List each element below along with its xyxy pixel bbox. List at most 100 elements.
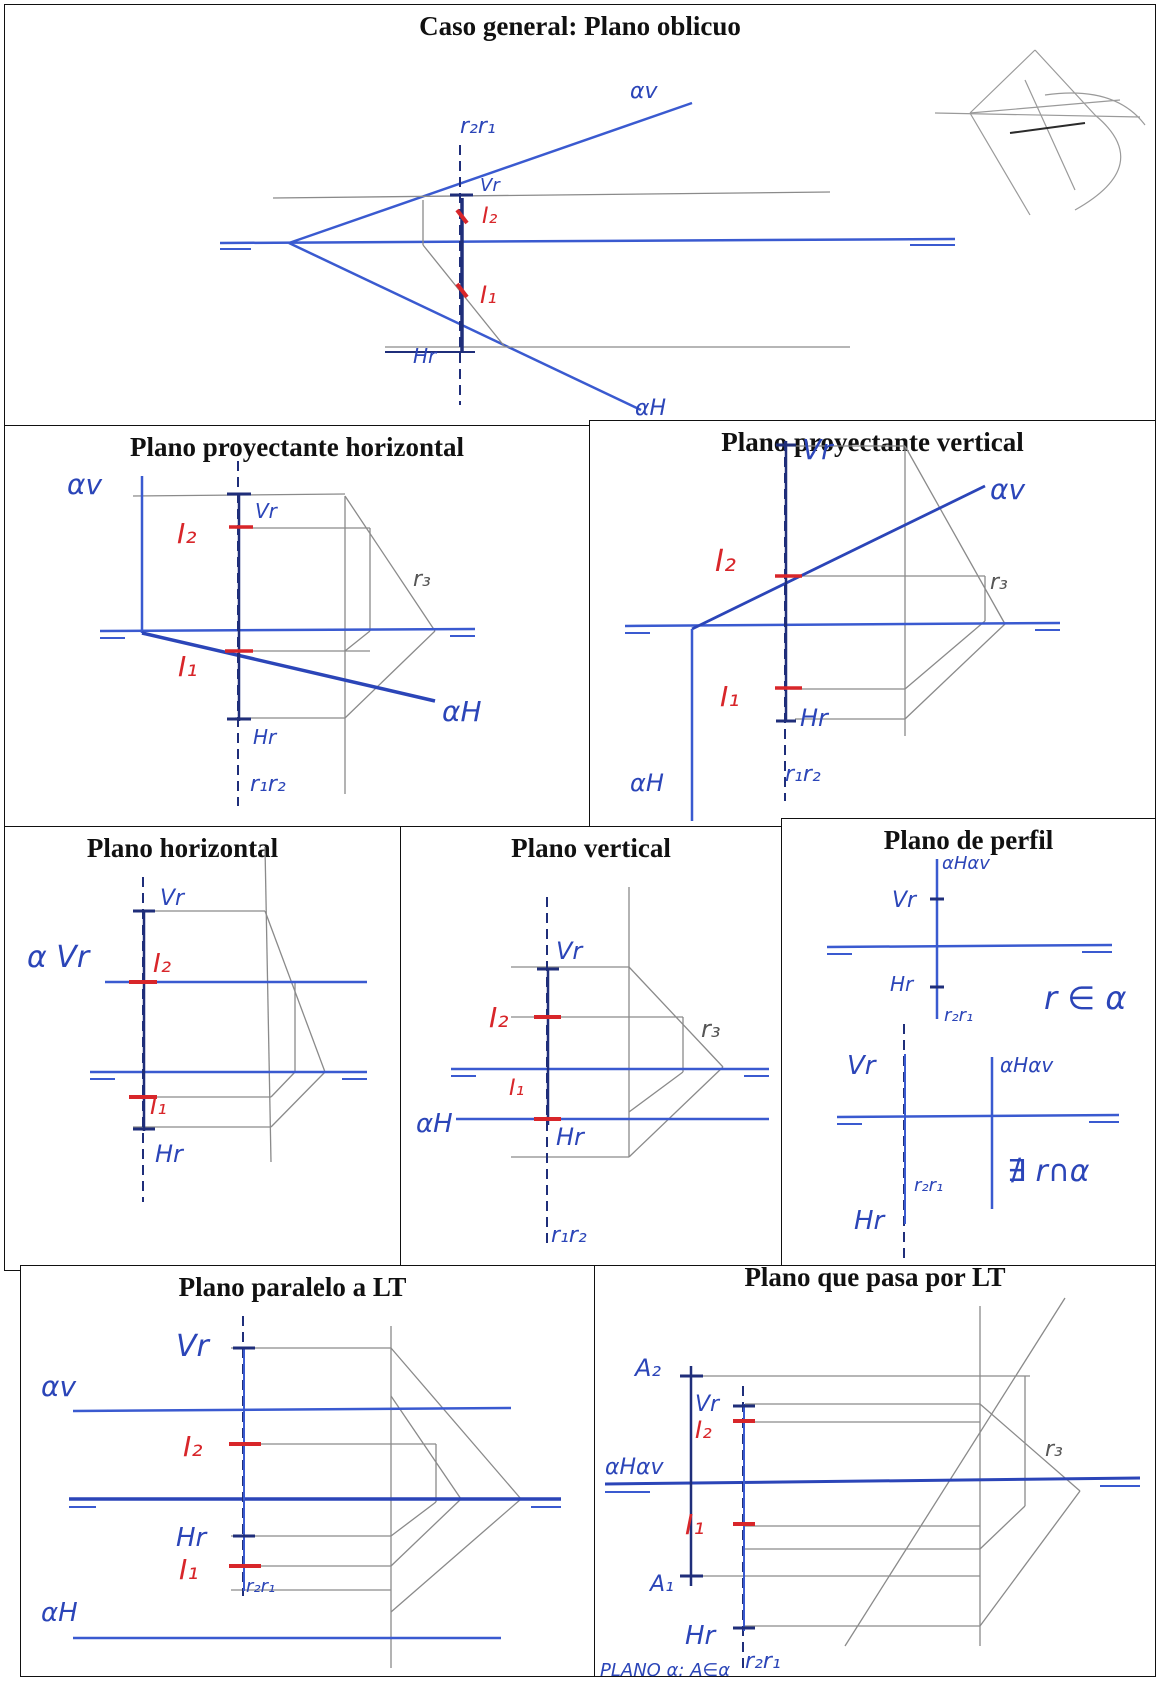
label-r1r2: r₁r₂ bbox=[551, 1223, 587, 1248]
proyectante-vertical-diagram: αv αH Vr Hr I₂ I₁ r₃ r₁r₂ bbox=[624, 433, 1061, 821]
panel-title: Plano de perfil bbox=[883, 825, 1054, 855]
label-ahav-lower: αHαv bbox=[1000, 1053, 1054, 1077]
ground-line bbox=[219, 237, 956, 245]
panel-title: Plano proyectante horizontal bbox=[130, 432, 464, 462]
label-av: αv bbox=[630, 79, 659, 104]
label-i1: I₁ bbox=[509, 1076, 524, 1101]
label-hr: Hr bbox=[176, 1523, 209, 1553]
ref-line bbox=[390, 1395, 462, 1500]
ref-line bbox=[904, 445, 1006, 625]
label-r2r1: r₂r₁ bbox=[460, 114, 496, 139]
ground-line bbox=[624, 621, 1061, 628]
label-vr: Vr bbox=[802, 433, 834, 466]
ref-line bbox=[344, 630, 436, 719]
label-r3: r₃ bbox=[990, 570, 1008, 595]
panel-proyectante-vertical: Plano proyectante vertical αv αH Vr Hr I… bbox=[589, 420, 1156, 827]
label-hr: Hr bbox=[253, 725, 278, 749]
label-i2: I₂ bbox=[715, 544, 736, 579]
label-r3: r₃ bbox=[413, 567, 431, 592]
label-i1: I₁ bbox=[685, 1508, 704, 1541]
label-i2: I₂ bbox=[482, 204, 497, 229]
label-r2r1: r₂r₁ bbox=[745, 1649, 781, 1674]
ref-line bbox=[979, 1505, 1026, 1550]
ref-line bbox=[344, 495, 436, 632]
ref-line bbox=[264, 846, 272, 1163]
label-i1: I₁ bbox=[480, 281, 497, 309]
label-r3: r₃ bbox=[1045, 1437, 1063, 1462]
ref-line bbox=[904, 620, 986, 690]
panel-plano-de-perfil: Plano de perfil αHαv Vr Hr r₂r₁ r ∈ α Vr… bbox=[781, 818, 1156, 1266]
label-vr-upper: Vr bbox=[892, 888, 918, 913]
ref-line bbox=[904, 623, 1006, 720]
label-ah-av: αHαv bbox=[605, 1455, 665, 1480]
label-vr: Vr bbox=[480, 175, 501, 196]
label-av: αv bbox=[990, 473, 1025, 506]
perspective-sketch bbox=[934, 49, 1146, 216]
label-i1: I₁ bbox=[720, 680, 739, 713]
ground-line bbox=[604, 1476, 1141, 1486]
panel-plano-por-lt: Plano que pasa por LT A₂ A₁ bbox=[594, 1262, 1156, 1681]
plano-de-perfil-diagram: αHαv Vr Hr r₂r₁ r ∈ α Vr αHαv r₂r₁ Hr ∄ … bbox=[826, 853, 1126, 1259]
ground-line bbox=[826, 943, 1113, 949]
label-ahav-upper: αHαv bbox=[942, 853, 990, 874]
ref-line bbox=[979, 1490, 1081, 1627]
label-i1: I₁ bbox=[150, 1092, 167, 1120]
label-ah: αH bbox=[416, 1109, 453, 1139]
panel-plano-oblicuo: Caso general: Plano oblicuo αv αH r₂r₁ V… bbox=[4, 4, 1156, 426]
label-r2r1-lower: r₂r₁ bbox=[914, 1175, 943, 1196]
label-vr: Vr bbox=[695, 1392, 721, 1417]
label-r1r2: r₁r₂ bbox=[785, 762, 821, 787]
label-a2: A₂ bbox=[633, 1354, 661, 1382]
label-av: αv bbox=[41, 1370, 76, 1403]
panel-title: Plano que pasa por LT bbox=[744, 1262, 1006, 1292]
ref-line bbox=[844, 1297, 1066, 1647]
tick-i2 bbox=[455, 208, 469, 225]
panel-plano-paralelo-lt: Plano paralelo a LT αv αH Vr Hr bbox=[20, 1265, 595, 1677]
vertical-trace-av bbox=[691, 484, 986, 631]
label-vr: Vr bbox=[556, 937, 584, 965]
label-r2r1-upper: r₂r₁ bbox=[944, 1005, 973, 1026]
label-hr: Hr bbox=[800, 704, 830, 732]
vertical-trace-av bbox=[72, 1406, 512, 1413]
panel-title: Plano horizontal bbox=[86, 833, 279, 863]
label-av-vr: α Vr bbox=[27, 940, 91, 975]
ref-line bbox=[979, 1403, 1081, 1492]
label-ah: αH bbox=[630, 769, 664, 797]
label-vr: Vr bbox=[255, 499, 279, 523]
label-hr: Hr bbox=[413, 344, 438, 368]
ref-line bbox=[390, 1498, 462, 1567]
label-i2: I₂ bbox=[489, 1001, 508, 1034]
label-hr: Hr bbox=[155, 1140, 185, 1168]
label-ah: αH bbox=[442, 695, 482, 728]
plano-vertical-diagram: αH Vr Hr I₂ I₁ r₃ r₁r₂ bbox=[416, 887, 769, 1248]
ground-line bbox=[836, 1113, 1120, 1119]
plano-paralelo-lt-diagram: αv αH Vr Hr I₂ I₁ r₂r₁ bbox=[41, 1316, 561, 1668]
label-vr: Vr bbox=[160, 886, 186, 911]
label-i2: I₂ bbox=[183, 1430, 202, 1463]
label-r2r1: r₂r₁ bbox=[246, 1576, 275, 1597]
tick-i1 bbox=[455, 282, 469, 299]
ground-line bbox=[99, 627, 476, 633]
ref-line bbox=[628, 1071, 684, 1113]
horizontal-trace-ah bbox=[141, 631, 436, 703]
panel-title: Plano proyectante vertical bbox=[721, 427, 1024, 457]
label-r-not-intersect: ∄ r∩α bbox=[1007, 1154, 1090, 1189]
label-hr-upper: Hr bbox=[890, 972, 915, 996]
label-ah: αH bbox=[41, 1598, 78, 1628]
label-i1: I₁ bbox=[178, 650, 197, 683]
plano-horizontal-diagram: α Vr Vr Hr I₂ I₁ bbox=[27, 846, 367, 1202]
panel-title: Plano paralelo a LT bbox=[178, 1272, 407, 1302]
plano-por-lt-diagram: A₂ A₁ αHαv Vr Hr I₂ I₁ r₃ r₂r₁ PLANO α: … bbox=[600, 1297, 1141, 1681]
label-vr: Vr bbox=[176, 1329, 211, 1364]
oblique-plane-diagram: αv αH r₂r₁ Vr Hr I₂ I₁ bbox=[219, 49, 1146, 421]
label-i2: I₂ bbox=[695, 1416, 712, 1444]
label-i1: I₁ bbox=[179, 1553, 198, 1586]
label-r-in-alpha: r ∈ α bbox=[1044, 979, 1126, 1017]
label-ah: αH bbox=[635, 396, 666, 421]
label-hr: Hr bbox=[685, 1621, 718, 1651]
ref-line bbox=[390, 1498, 522, 1613]
label-i2: I₂ bbox=[153, 949, 171, 979]
proyectante-horizontal-diagram: αv αH Vr Hr I₂ I₁ r₃ r₁r₂ bbox=[67, 461, 482, 806]
panel-plano-horizontal: Plano horizontal α Vr Vr Hr I₂ I₁ bbox=[4, 826, 401, 1271]
ref-line bbox=[628, 1066, 724, 1158]
